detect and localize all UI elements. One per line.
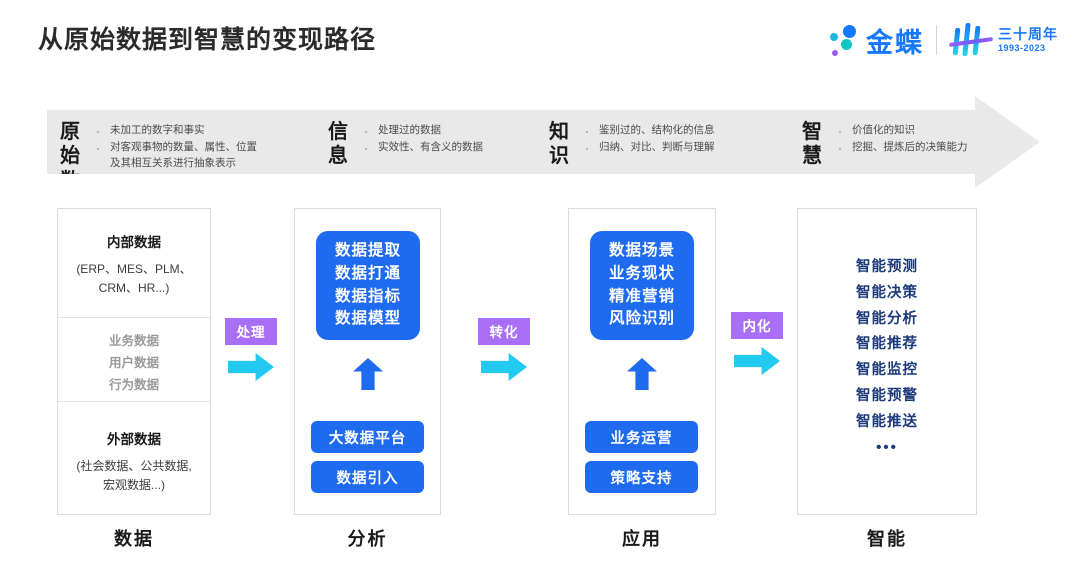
data-type-item: 用户数据 — [108, 355, 159, 370]
external-data-sub: (社会数据、公共数据, 宏观数据...) — [76, 459, 192, 493]
strategy-support-pill[interactable]: 策略支持 — [585, 461, 698, 493]
stage-name: 信 息 — [328, 121, 349, 168]
business-operation-pill[interactable]: 业务运营 — [585, 421, 698, 453]
stage-point: · 未加工的数字和事实 — [96, 124, 205, 138]
footer-label-intelligence: 智能 — [867, 529, 907, 549]
brand-logo: 金蝶 三十周年 1993-2023 — [826, 20, 1058, 60]
bullet-icon: · — [585, 141, 589, 156]
external-data-section: 外部数据 (社会数据、公共数据, 宏观数据...) — [58, 402, 210, 496]
stage-point: · 实效性、有含义的数据 — [364, 141, 483, 156]
right-arrow-icon — [481, 353, 527, 381]
list-item: 智能决策 — [856, 284, 918, 301]
stage-name: 原始 数据 — [60, 121, 81, 217]
connector-internalize: 内化 — [731, 312, 783, 375]
footer-label-analysis: 分析 — [347, 529, 388, 549]
list-item: 智能预测 — [856, 259, 918, 275]
brand-name: 金蝶 — [866, 27, 924, 58]
anniversary-years: 1993-2023 — [998, 42, 1046, 53]
data-ingestion-pill[interactable]: 数据引入 — [311, 461, 424, 493]
connector-process: 处理 — [225, 318, 277, 381]
stage-point: · 价值化的知识 — [838, 124, 915, 138]
big-data-platform-pill[interactable]: 大数据平台 — [311, 421, 424, 453]
connector-transform: 转化 — [478, 318, 530, 381]
intelligence-list: 智能预测 智能决策 智能分析 智能推荐 智能监控 智能预警 智能推送 ••• — [797, 255, 977, 456]
stage-point: · 归纳、对比、判断与理解 — [585, 141, 715, 156]
connector-label: 内化 — [731, 312, 783, 339]
column-card-intelligence — [797, 208, 977, 515]
connector-label: 转化 — [478, 318, 530, 345]
bullet-icon: · — [96, 124, 100, 138]
internal-data-sub: (ERP、MES、PLM、 CRM、HR...) — [76, 262, 192, 296]
stage-points: · 价值化的知识 · 挖掘、提炼后的决策能力 — [838, 120, 968, 157]
bullet-icon: · — [364, 124, 368, 138]
footer-label-application: 应用 — [622, 529, 662, 549]
external-data-title: 外部数据 — [107, 432, 161, 447]
data-type-item: 业务数据 — [108, 334, 159, 348]
internal-data-title: 内部数据 — [107, 235, 161, 250]
stage-point: · 挖掘、提炼后的决策能力 — [838, 141, 968, 156]
ellipsis-indicator: ••• — [876, 438, 898, 456]
list-item: 智能推荐 — [856, 336, 918, 353]
list-item: 智能分析 — [856, 310, 918, 327]
stage-point: · 处理过的数据 — [364, 124, 441, 138]
stage-points: · 鉴别过的、结构化的信息 · 归纳、对比、判断与理解 — [585, 120, 715, 157]
analysis-capabilities-box: 数据提取 数据打通 数据指标 数据模型 — [316, 231, 420, 340]
logo-divider — [936, 25, 937, 55]
page-title: 从原始数据到智慧的变现路径 — [38, 26, 377, 54]
anniversary-title: 三十周年 — [998, 25, 1058, 42]
application-scenarios-box: 数据场景 业务现状 精准营销 风险识别 — [590, 231, 694, 340]
anniversary-mark-icon — [948, 23, 994, 57]
bullet-icon: · — [585, 124, 589, 138]
stage-points: · 处理过的数据 · 实效性、有含义的数据 — [364, 120, 483, 157]
bullet-icon: · — [838, 124, 842, 138]
connector-label: 处理 — [225, 318, 277, 345]
banner-stage-wisdom: 智 慧 · 价值化的知识 · 挖掘、提炼后的决策能力 — [802, 120, 968, 169]
stage-point: · 鉴别过的、结构化的信息 — [585, 124, 715, 138]
footer-label-data: 数据 — [114, 529, 154, 549]
banner-stage-knowledge: 知 识 · 鉴别过的、结构化的信息 · 归纳、对比、判断与理解 — [549, 120, 715, 169]
right-arrow-icon — [228, 353, 274, 381]
stage-name: 知 识 — [549, 121, 570, 168]
page-header: 从原始数据到智慧的变现路径 金蝶 三十周年 1993-2023 — [0, 0, 1080, 80]
stage-points: · 未加工的数字和事实 · 对客观事物的数量、属性、位置及其相互关系进行抽象表示 — [96, 120, 260, 173]
list-item: 智能监控 — [856, 362, 918, 379]
banner-stage-information: 信 息 · 处理过的数据 · 实效性、有含义的数据 — [328, 120, 483, 169]
data-type-item: 行为数据 — [108, 377, 159, 392]
banner-stage-raw-data: 原始 数据 · 未加工的数字和事实 · 对客观事物的数量、属性、位置及其相互关系… — [60, 120, 260, 217]
list-item: 智能推送 — [856, 413, 918, 430]
column-card-data: 内部数据 (ERP、MES、PLM、 CRM、HR...) 业务数据 用户数据 … — [57, 208, 211, 515]
maturity-banner-arrow: 原始 数据 · 未加工的数字和事实 · 对客观事物的数量、属性、位置及其相互关系… — [47, 96, 1040, 188]
bullet-icon: · — [364, 141, 368, 156]
right-arrow-icon — [734, 347, 780, 375]
stage-name: 智 慧 — [802, 121, 823, 168]
stage-point: · 对客观事物的数量、属性、位置及其相互关系进行抽象表示 — [96, 141, 257, 170]
bullet-icon: · — [838, 141, 842, 156]
kingdee-dots-icon — [826, 23, 862, 57]
anniversary-text: 三十周年 1993-2023 — [998, 27, 1058, 53]
data-types-section: 业务数据 用户数据 行为数据 — [58, 317, 210, 402]
bullet-icon: · — [96, 141, 100, 156]
list-item: 智能预警 — [856, 387, 918, 404]
internal-data-section: 内部数据 (ERP、MES、PLM、 CRM、HR...) — [58, 209, 210, 317]
